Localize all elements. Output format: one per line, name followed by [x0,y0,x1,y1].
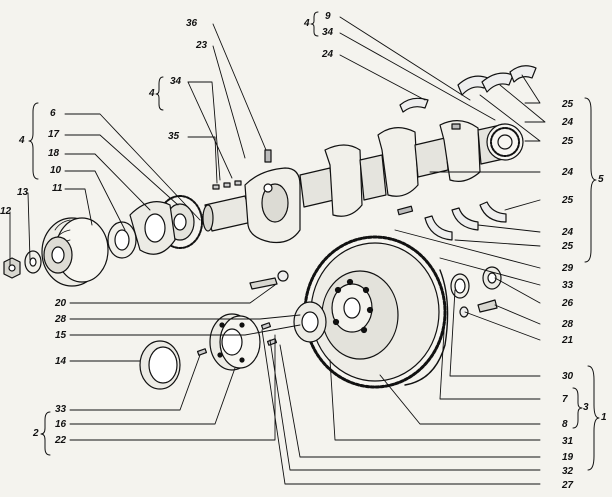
callout-11: 11 [52,183,63,194]
callout-14: 14 [55,356,67,367]
callout-13: 13 [17,187,29,198]
group-2: 2 [33,428,39,439]
callout-35: 35 [168,131,180,142]
flywheel [303,235,449,389]
callout-6: 6 [50,108,56,119]
group-4-top: 4 [304,18,310,29]
callout-27: 27 [562,480,574,491]
seal-14 [139,340,181,390]
callout-25-d: 25 [562,241,574,252]
callout-24-top: 24 [322,49,334,60]
callout-7: 7 [562,394,568,405]
callout-20: 20 [55,298,67,309]
callout-30: 30 [562,371,574,382]
callout-33-left: 33 [55,404,67,415]
callout-28-right: 28 [562,319,574,330]
ring-33 [450,273,470,299]
callout-26: 26 [562,298,574,309]
callout-12: 12 [0,206,12,217]
bushing-26 [482,266,502,290]
callout-15: 15 [55,330,67,341]
group-3: 3 [583,402,589,413]
callout-29: 29 [562,263,574,274]
callout-19: 19 [562,452,574,463]
flange-15 [293,301,327,343]
bearing-shells-top [399,65,537,113]
callout-10: 10 [50,165,62,176]
callout-24-c: 24 [562,167,574,178]
callout-25-c: 25 [562,195,574,206]
callout-9: 9 [325,11,331,22]
bolt-20 [249,270,289,290]
group-5: 5 [598,174,604,185]
pulley-11 [41,217,109,287]
callout-24-d: 24 [562,227,574,238]
callout-24-b: 24 [562,117,574,128]
callout-8: 8 [562,419,568,430]
callout-16: 16 [55,419,67,430]
group-4-left: 4 [19,135,25,146]
callout-34-top: 34 [322,27,334,38]
callout-34-mid: 34 [170,76,182,87]
group-4-mid: 4 [149,88,155,99]
callout-28-left: 28 [55,314,67,325]
nut-12 [3,257,21,279]
washer-21 [459,306,469,318]
callout-17: 17 [48,129,60,140]
crankshaft [199,120,524,244]
callout-23: 23 [196,40,208,51]
callout-21: 21 [562,335,574,346]
hub-16 [209,313,261,371]
group-1: 1 [601,412,607,423]
bearing-shells-lower [424,201,507,241]
washer-13 [24,250,42,274]
callout-22: 22 [55,435,67,446]
washer-10 [107,221,137,259]
callout-33-right: 33 [562,280,574,291]
bolt-28-right [477,299,498,313]
callout-25-b: 25 [562,136,574,147]
pins-19-27-32 [196,322,278,356]
callout-36: 36 [186,18,198,29]
dowels-35 [212,180,242,190]
callout-32: 32 [562,466,574,477]
spacer-18 [129,201,176,255]
group-braces [28,11,600,471]
callout-25-a: 25 [562,99,574,110]
leader-lines [9,16,546,485]
callout-18: 18 [48,148,60,159]
callout-31: 31 [562,436,574,447]
